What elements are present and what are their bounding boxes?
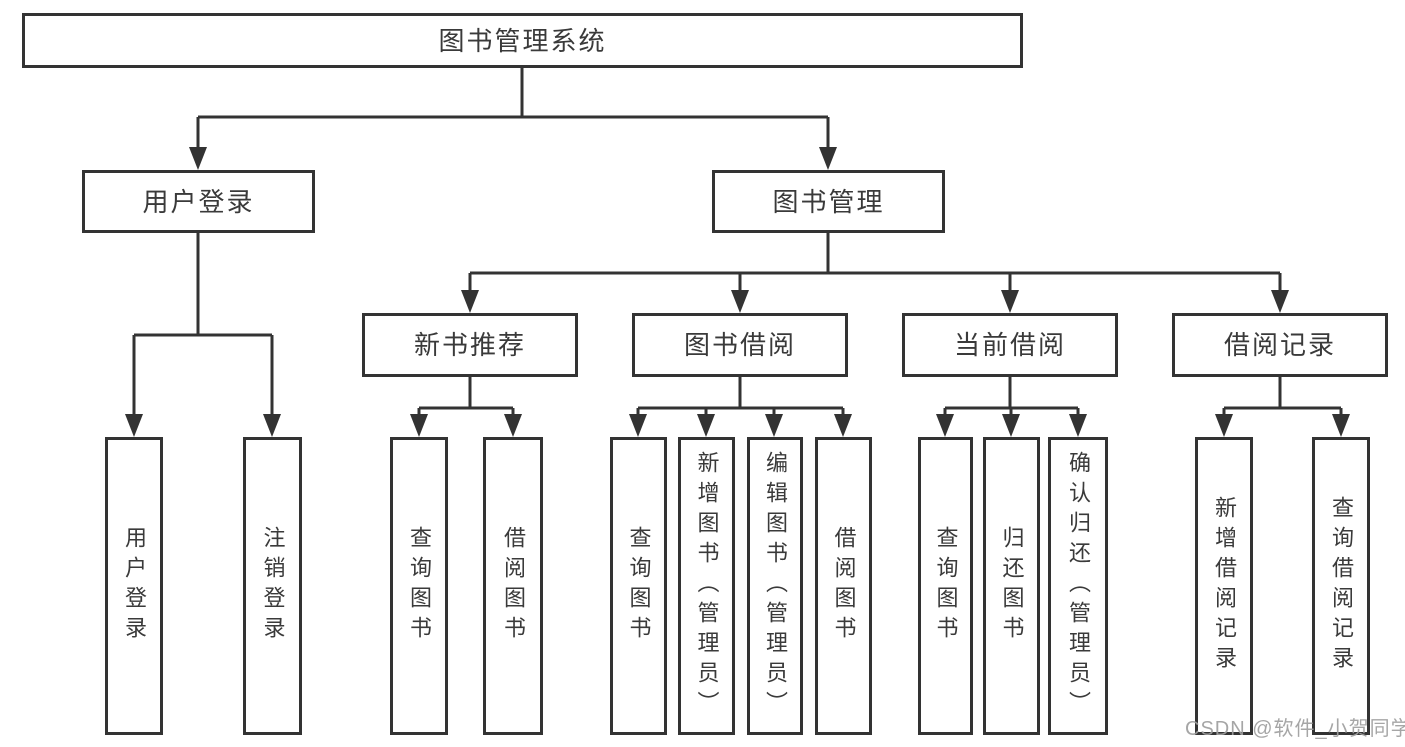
- node-cb-query: 查询图书: [918, 437, 973, 735]
- node-label: 借阅图书: [831, 526, 857, 646]
- watermark: CSDN @软件_小贺同学: [1185, 718, 1405, 740]
- node-label: 借阅图书: [501, 526, 526, 646]
- node-label: 查询图书: [626, 526, 652, 646]
- arrowhead-icon: [1215, 414, 1233, 437]
- arrowhead-icon: [819, 147, 837, 170]
- node-cb-confirm: 确认归还（管理员）: [1048, 437, 1108, 735]
- arrowhead-icon: [629, 414, 647, 437]
- node-label: 图书借阅: [683, 330, 796, 360]
- node-label: 新增图书（管理员）: [694, 451, 720, 721]
- arrowhead-icon: [1001, 290, 1019, 313]
- node-bb-query: 查询图书: [610, 437, 667, 735]
- node-new-books: 新书推荐: [362, 313, 578, 377]
- arrowhead-icon: [504, 414, 522, 437]
- node-label: 当前借阅: [953, 330, 1066, 360]
- node-user-login: 用户登录: [82, 170, 315, 233]
- node-logout: 注销登录: [243, 437, 302, 735]
- node-label: 查询借阅记录: [1329, 496, 1354, 676]
- node-book-mgmt: 图书管理: [712, 170, 945, 233]
- arrowhead-icon: [461, 290, 479, 313]
- node-label: 归还图书: [999, 526, 1025, 646]
- arrowhead-icon: [125, 414, 143, 437]
- arrowhead-icon: [189, 147, 207, 170]
- node-login: 用户登录: [105, 437, 163, 735]
- node-book-borrow: 图书借阅: [632, 313, 848, 377]
- node-root: 图书管理系统: [22, 13, 1023, 68]
- node-label: 借阅记录: [1223, 330, 1336, 360]
- arrowhead-icon: [731, 290, 749, 313]
- node-label: 图书管理系统: [438, 25, 607, 56]
- arrowhead-icon: [1271, 290, 1289, 313]
- node-bb-borrow: 借阅图书: [815, 437, 872, 735]
- node-borrow-records: 借阅记录: [1172, 313, 1388, 377]
- arrowhead-icon: [1002, 414, 1020, 437]
- node-label: 查询图书: [407, 526, 432, 646]
- node-bb-edit: 编辑图书（管理员）: [747, 437, 803, 735]
- arrowhead-icon: [936, 414, 954, 437]
- node-bb-add: 新增图书（管理员）: [678, 437, 735, 735]
- node-label: 查询图书: [933, 526, 959, 646]
- arrowhead-icon: [1069, 414, 1087, 437]
- arrowhead-icon: [834, 414, 852, 437]
- node-current-borrow: 当前借阅: [902, 313, 1118, 377]
- node-label: 用户登录: [122, 526, 147, 646]
- node-label: 确认归还（管理员）: [1066, 451, 1091, 721]
- arrowhead-icon: [263, 414, 281, 437]
- node-br-query: 查询借阅记录: [1312, 437, 1370, 735]
- node-label: 图书管理: [772, 186, 885, 217]
- node-cb-return: 归还图书: [983, 437, 1040, 735]
- node-nb-borrow: 借阅图书: [483, 437, 543, 735]
- arrowhead-icon: [410, 414, 428, 437]
- arrowhead-icon: [1332, 414, 1350, 437]
- node-nb-query: 查询图书: [390, 437, 448, 735]
- node-br-add: 新增借阅记录: [1195, 437, 1253, 735]
- arrowhead-icon: [697, 414, 715, 437]
- node-label: 用户登录: [142, 186, 255, 217]
- node-label: 新增借阅记录: [1212, 496, 1237, 676]
- node-label: 编辑图书（管理员）: [763, 451, 788, 721]
- arrowhead-icon: [765, 414, 783, 437]
- node-label: 新书推荐: [413, 330, 526, 360]
- node-label: 注销登录: [260, 526, 286, 646]
